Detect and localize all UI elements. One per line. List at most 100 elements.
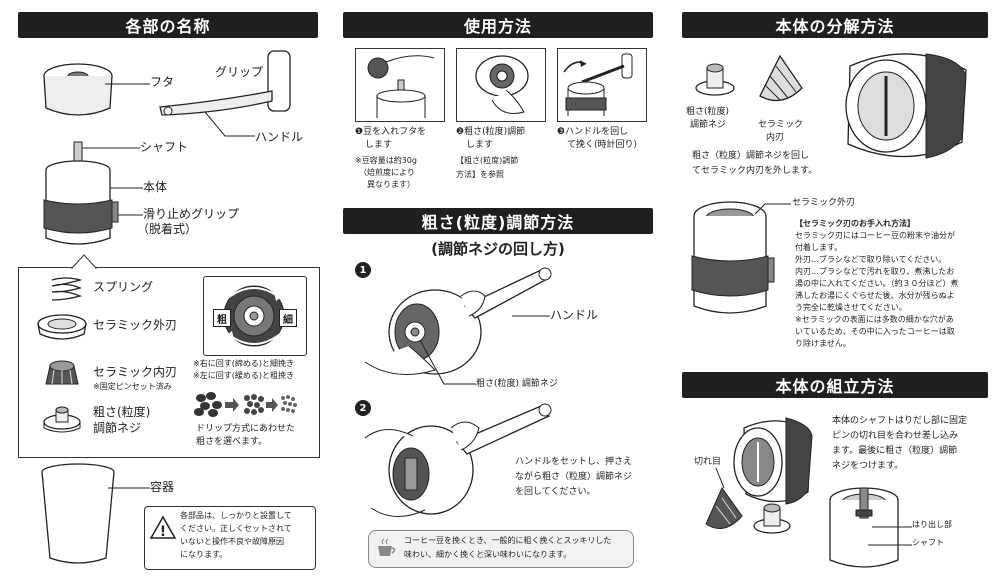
disassembly-header: 本体の分解方法 [682, 12, 988, 38]
label-lid: フタ [150, 75, 175, 89]
svg-text:!: ! [160, 524, 166, 540]
usage-step2-line2: します [466, 140, 494, 150]
drip-note-1: ドリップ方式にあわせた [196, 424, 296, 434]
drip-note-2: 粗さを選べます。 [196, 437, 268, 447]
adjust-dial-illustration [223, 285, 285, 347]
label-spring: スプリング [93, 280, 154, 294]
coffee-cup-icon [378, 538, 396, 556]
care-line: ※セラミックの表面には多数の細かな穴があ [795, 315, 954, 324]
care-line: セラミック刃にはコーヒー豆の粉末や油分が [795, 231, 955, 240]
disassembly-screw-label-2: 調節ネジ [690, 120, 727, 130]
disassembly-desc-1: 粗さ（粒度）調節ネジを回し [692, 151, 810, 161]
care-line: いているため、その中に入ったコーヒーは取 [795, 327, 955, 336]
label-body: 本体 [143, 180, 168, 194]
parts-header: 各部の名称 [18, 12, 318, 38]
usage-step1-illustration [367, 55, 435, 118]
usage-header: 使用方法 [343, 12, 653, 38]
assembly-desc-4: ネジをつけます。 [832, 461, 904, 471]
usage-step1-line2: します [365, 140, 393, 150]
care-line: う完全に乾燥させてください。 [795, 303, 907, 312]
care-line: 【セラミック刃のお手入れ方法】 [795, 219, 915, 228]
dial-coarse-label: 粗 [213, 309, 231, 327]
warning-line-2: ください。正しくセットされて [180, 524, 292, 533]
grind-step1-number: 1 [355, 262, 371, 278]
grind-header: 粗さ(粒度)調節方法 [343, 208, 653, 234]
disassembly-screw-label-1: 粗さ(粒度) [686, 107, 730, 117]
handle-illustration [159, 50, 291, 116]
assembly-protrusion-label: はり出し部 [912, 520, 952, 529]
tip-line-2: 味わい、細かく挽くと深い味わいになります。 [404, 550, 572, 559]
usage-step2-note1: 【粗さ(粒度)調節 [456, 156, 519, 165]
disassembly-screw-illustration [695, 63, 735, 96]
care-line: 内刃…ブラシなどで汚れを取り、煮沸したお [795, 267, 955, 276]
inner-blade-illustration [45, 360, 79, 385]
adjust-screw-illustration [43, 406, 81, 433]
outer-blade-body-illustration [691, 201, 775, 314]
grind-title: 粗さ(粒度)調節方法 [421, 213, 575, 232]
label-outer-blade: セラミック外刃 [93, 318, 178, 332]
care-line: 外刃…ブラシなどで取り除いてください。 [795, 255, 947, 264]
usage-step2-note2: 方法】を参照 [456, 170, 504, 179]
usage-step3-line1: ❸ハンドルを回し [557, 127, 629, 137]
lid-illustration [43, 63, 113, 116]
assembly-body-illustration [733, 417, 813, 505]
warning-line-4: になります。 [180, 550, 228, 559]
grind-instruction-2: ながら粗さ（粒度）調節ネジ [515, 472, 633, 482]
assembly-desc-2: ピンの切れ目を合わせ差し込み [832, 431, 959, 441]
grind-step2-illustration [364, 403, 552, 517]
label-inner-blade-note: ※固定ピンセット済み [93, 382, 172, 391]
grind-instruction-3: を回してください。 [515, 487, 596, 497]
usage-step1-note2: （焙煎度により [359, 168, 415, 177]
assembly-notch-label: 切れ目 [694, 457, 722, 467]
usage-step2-illustration [475, 55, 529, 114]
care-line: 沸したお湯にくぐらせた後、水分が残らぬよ [795, 291, 955, 300]
grind-step2-number: 2 [355, 400, 371, 416]
care-line: 湯の中に入れてください。（約３０分ほど）煮 [795, 279, 959, 288]
warning-line-3: いないと操作不良や故障原因 [180, 537, 284, 546]
assembly-desc-1: 本体のシャフトはりだし部に固定 [832, 416, 968, 426]
label-shaft: シャフト [140, 140, 189, 154]
body-illustration [43, 141, 119, 245]
outer-blade-label: セラミック外刃 [792, 198, 856, 208]
disassembly-title: 本体の分解方法 [775, 17, 895, 36]
usage-step1-line1: ❶豆を入れフタを [355, 127, 427, 137]
usage-step2-line1: ❷粗さ(粒度)調節 [456, 127, 526, 137]
grind-instruction-1: ハンドルをセットし、押さえ [515, 457, 633, 467]
usage-title: 使用方法 [463, 17, 532, 36]
label-container: 容器 [150, 480, 175, 494]
grind-step1-illustration [364, 267, 552, 375]
outer-blade-illustration [37, 314, 87, 340]
care-instructions: 【セラミック刃のお手入れ方法】セラミック刃にはコーヒー豆の粉末や油分が付着します… [795, 218, 990, 350]
tip-line-1: コーヒー豆を挽くとき、一般的に粗く挽くとスッキリした [404, 536, 612, 545]
label-slip-grip: 滑り止めグリップ [143, 207, 240, 221]
assembly-title: 本体の組立方法 [775, 377, 895, 396]
usage-step1-note3: 異なります） [367, 180, 415, 189]
grind-subtitle: (調節ネジの回し方) [431, 240, 565, 258]
dial-note-1: ※右に回す(締める)と細挽き [193, 359, 294, 368]
spring-illustration [51, 277, 83, 301]
label-adjust-screw-1: 粗さ(粒度) [93, 405, 151, 419]
care-line: り除けません。 [795, 339, 851, 348]
usage-step3-line2: て挽く(時計回り) [567, 140, 638, 150]
disassembly-inner-blade-illustration [759, 54, 803, 102]
care-line: 付着します。 [795, 243, 843, 252]
assembly-desc-3: ます。最後に粗さ（粒度）調節 [832, 446, 958, 456]
disassembly-inner-label-1: セラミック [758, 120, 804, 130]
label-inner-blade: セラミック内刃 [93, 365, 178, 379]
container-illustration [41, 463, 115, 564]
label-grip: グリップ [215, 65, 264, 79]
assembly-inner-blade-illustration [705, 486, 743, 529]
dial-fine-label: 細 [279, 309, 297, 327]
assembly-shaft-label: シャフト [912, 538, 944, 547]
disassembly-body-illustration [845, 53, 967, 159]
label-handle: ハンドル [255, 130, 304, 144]
dial-note-2: ※左に回す(緩める)と粗挽き [193, 371, 294, 380]
warning-line-1: 各部品は、しっかりと設置して [180, 511, 292, 520]
tip-box [368, 530, 634, 568]
disassembly-inner-label-2: 内刃 [766, 133, 785, 143]
grind-handle-label: ハンドル [550, 308, 599, 322]
assembly-shaft-illustration [829, 487, 899, 568]
usage-step1-note1: ※豆容量は約30g [355, 156, 417, 165]
disassembly-desc-2: てセラミック内刃を外します。 [692, 166, 818, 176]
assembly-header: 本体の組立方法 [682, 372, 988, 398]
